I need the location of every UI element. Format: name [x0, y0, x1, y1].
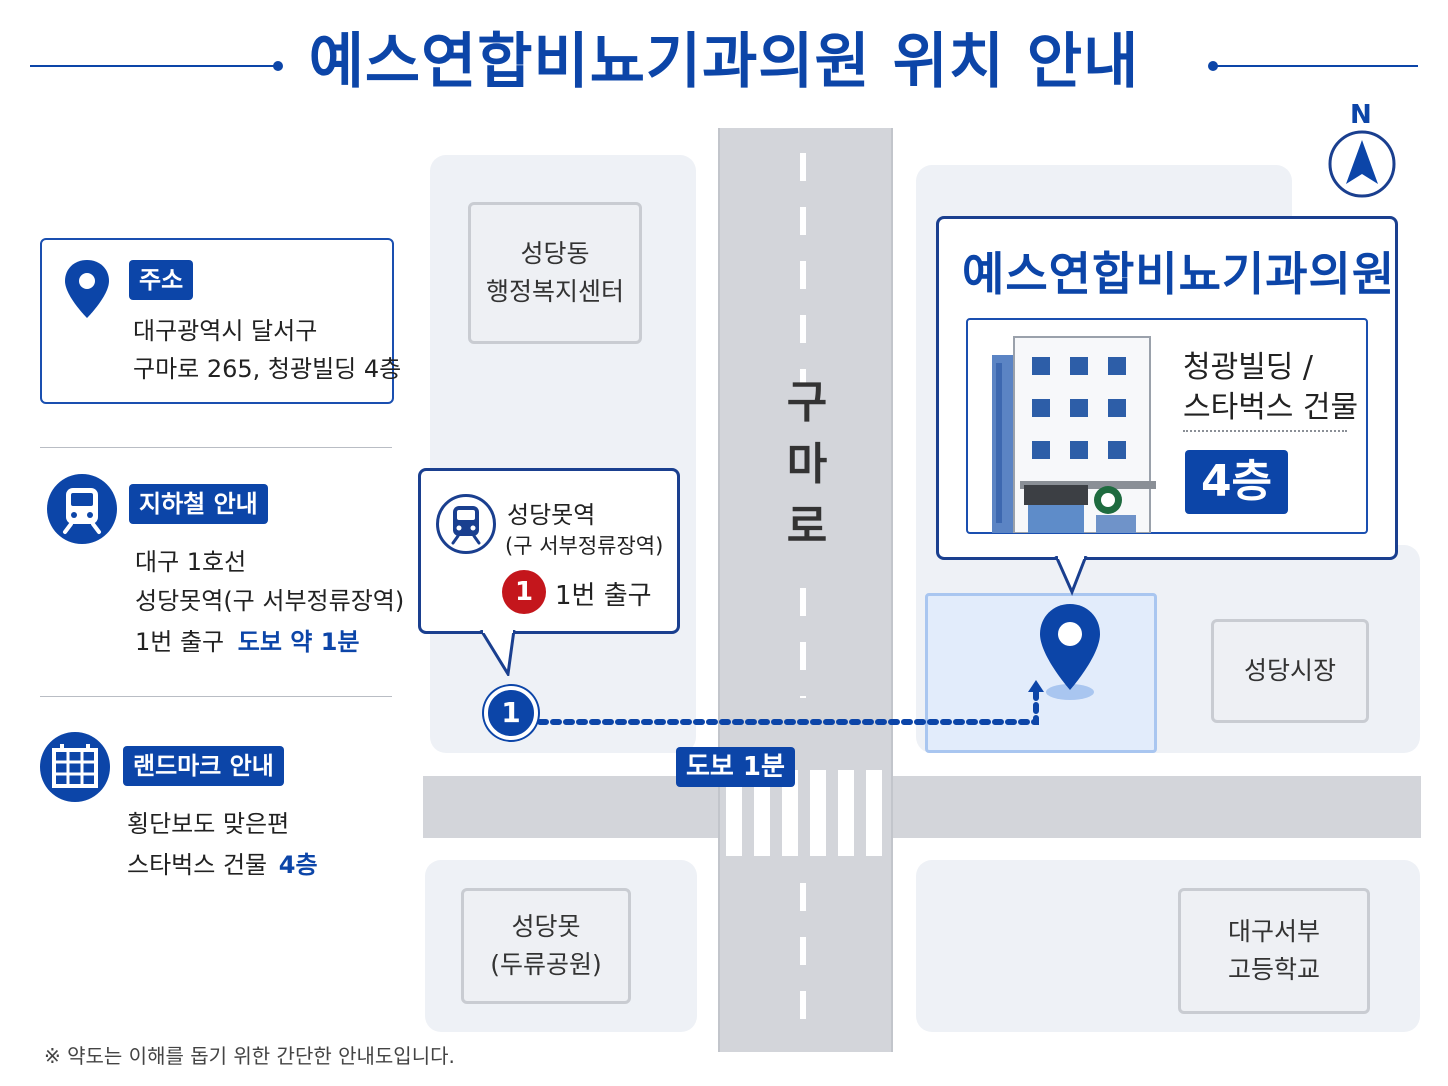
title-line-right [1214, 65, 1418, 67]
station-name: 성당못역 [507, 501, 596, 529]
landmark-line-2: 스타벅스 건물 4층 [127, 846, 318, 884]
clinic-area-highlight [925, 593, 1157, 753]
subway-exit-text: 1번 출구 [135, 628, 225, 656]
station-subname: (구 서부정류장역) [505, 534, 664, 558]
compass-label: N [1350, 100, 1372, 130]
community-center-line-1: 성당동 [520, 239, 590, 268]
station-callout-tail [479, 630, 516, 676]
building-line-1: 청광빌딩 / [1183, 350, 1314, 385]
building-info-dotted-line [1183, 430, 1347, 432]
landmark-park: 성당못 (두류공원) [461, 888, 631, 1004]
road-name-ma: 마 [786, 439, 828, 490]
north-arrow-icon [1328, 130, 1396, 198]
location-pin-icon [65, 260, 109, 318]
landmark-icon-circle [40, 732, 110, 802]
subway-train-icon [451, 506, 481, 545]
subway-walk-time: 도보 약 1분 [237, 628, 360, 656]
landmark-building-text: 스타벅스 건물 [127, 851, 268, 879]
road-center-dashes [800, 153, 806, 1038]
exit-number-icon: 1 [502, 570, 546, 614]
page-title: 예스연합비뇨기과의원 위치 안내 [308, 27, 1140, 97]
landmark-line-1: 횡단보도 맞은편 [127, 810, 290, 838]
title-line-left [30, 65, 278, 67]
subway-icon-circle [47, 474, 117, 544]
divider-2 [40, 696, 392, 697]
subway-tag: 지하철 안내 [129, 484, 268, 524]
footnote: ※ 약도는 이해를 돕기 위한 간단한 안내도입니다. [44, 1044, 455, 1068]
community-center-line-2: 행정복지센터 [485, 277, 624, 306]
clinic-callout-tail [1054, 556, 1088, 596]
subway-line-1: 대구 1호선 [135, 548, 247, 576]
subway-train-icon [63, 488, 101, 534]
walking-route [537, 680, 1044, 725]
building-grid-icon [52, 744, 98, 788]
address-line-1: 대구광역시 달서구 [133, 317, 318, 345]
park-line-2: (두류공원) [490, 950, 602, 979]
building-line-2: 스타벅스 건물 [1183, 390, 1359, 425]
landmark-tag: 랜드마크 안내 [123, 746, 284, 786]
floor-badge: 4층 [1185, 450, 1288, 514]
landmark-floor: 4층 [278, 851, 318, 879]
crosswalk [726, 770, 882, 856]
exit-1-marker: 1 [484, 686, 538, 740]
landmark-market: 성당시장 [1211, 619, 1369, 723]
clinic-pin-icon [1040, 604, 1100, 700]
market-label: 성당시장 [1243, 656, 1336, 685]
subway-line-3: 1번 출구 도보 약 1분 [135, 623, 360, 661]
station-icon-circle [436, 494, 496, 554]
address-line-2: 구마로 265, 청광빌딩 4층 [133, 355, 402, 383]
clinic-name: 예스연합비뇨기과의원 [962, 247, 1396, 301]
building-illustration [992, 336, 1156, 533]
school-line-2: 고등학교 [1227, 955, 1320, 984]
road-name-gu: 구 [786, 377, 828, 428]
school-line-1: 대구서부 [1227, 917, 1320, 946]
park-line-1: 성당못 [511, 912, 581, 941]
walk-time-label: 도보 1분 [676, 747, 795, 787]
title-dot-left [273, 61, 283, 71]
road-horizontal [423, 776, 1421, 838]
divider-1 [40, 447, 392, 448]
title-dot-right [1208, 61, 1218, 71]
address-tag: 주소 [129, 260, 194, 300]
station-exit-label: 1번 출구 [555, 581, 652, 611]
road-name-ro: 로 [786, 501, 828, 552]
subway-line-2: 성당못역(구 서부정류장역) [135, 587, 405, 615]
